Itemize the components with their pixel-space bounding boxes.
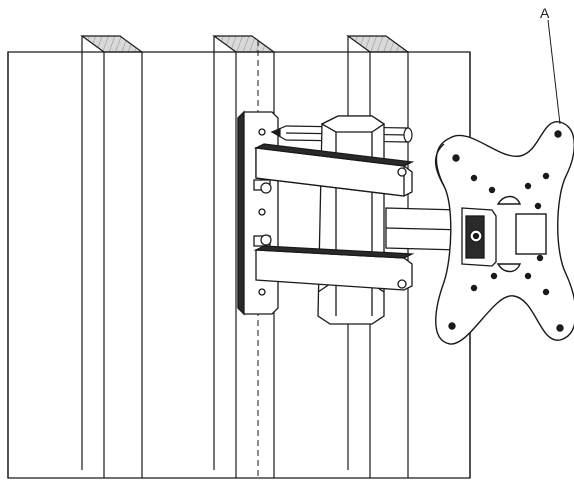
callout-a: A: [540, 5, 561, 125]
vesa-plate: [435, 121, 574, 345]
upper-arm: [253, 143, 415, 197]
tilt-bracket: [461, 207, 497, 267]
vesa-slot-top: [496, 195, 522, 205]
callout-a-label: A: [540, 5, 550, 21]
lower-arm: [253, 245, 415, 291]
hinge-housing: [317, 115, 386, 325]
wall-plate: [237, 110, 279, 316]
vesa-center-cutout: [515, 213, 547, 255]
wall-bolts: [260, 182, 272, 246]
callout-a-leader: [547, 19, 561, 125]
vesa-slot-bottom: [496, 263, 522, 273]
stud-left: [80, 35, 144, 478]
